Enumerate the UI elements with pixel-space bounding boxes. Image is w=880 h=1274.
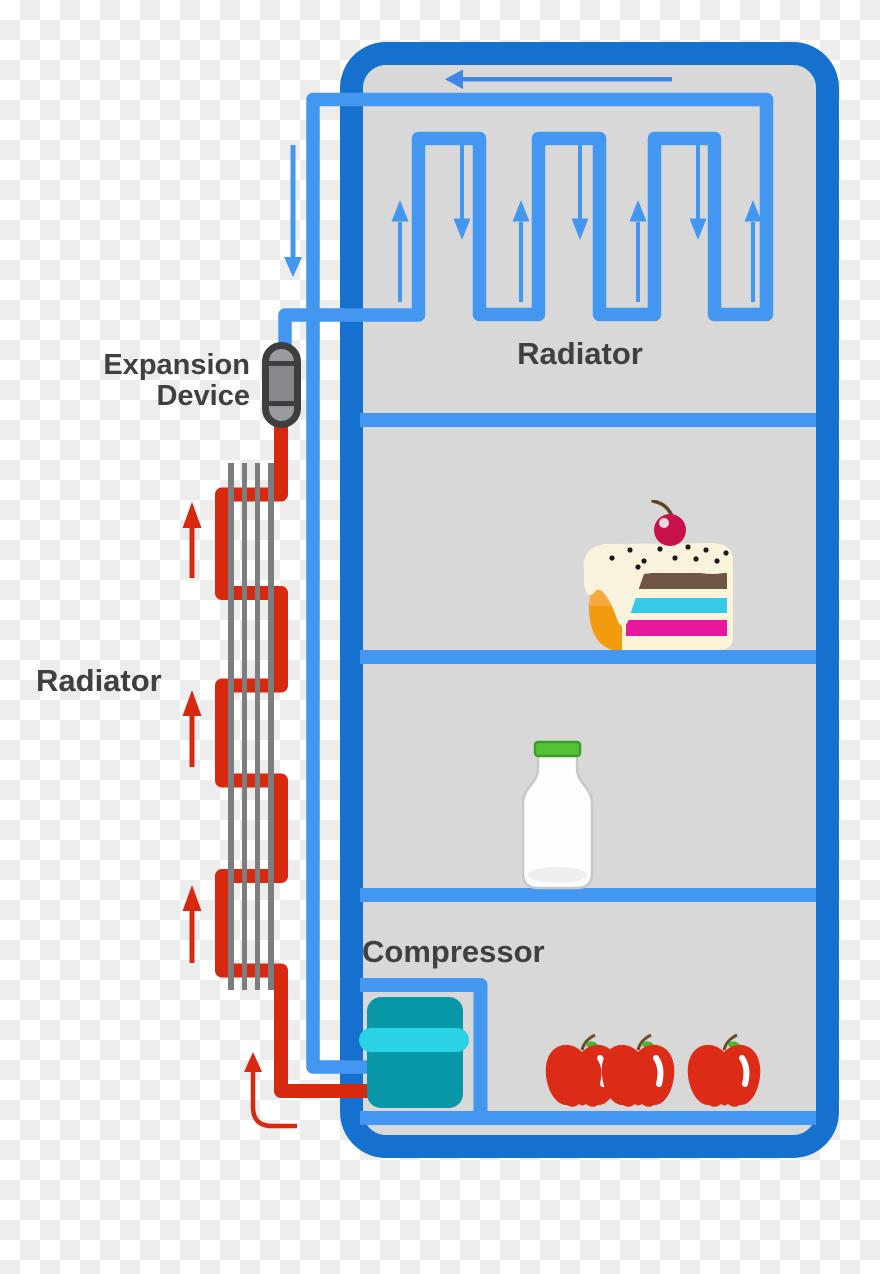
radiator-fin — [228, 463, 234, 990]
inside-radiator-label: Radiator — [517, 336, 643, 371]
shelf-2 — [360, 650, 816, 664]
compressor-unit-icon — [367, 997, 463, 1108]
milk-bottle-icon — [522, 740, 594, 890]
bottle-cap — [533, 740, 582, 758]
cake-slice-icon — [583, 500, 733, 650]
outside-radiator-label: Radiator — [36, 663, 162, 698]
compressor-band — [359, 1028, 469, 1052]
expansion-device-icon — [262, 342, 301, 428]
curved-up-arrow — [244, 1052, 297, 1129]
radiator-fin — [254, 463, 260, 990]
expansion-device-label: Expansion Device — [20, 350, 250, 412]
compressor-label: Compressor — [362, 934, 545, 969]
apple-icon — [601, 1033, 675, 1107]
radiator-fin — [241, 463, 247, 990]
heat-up-arrows — [182, 502, 202, 963]
shelf-1 — [360, 413, 816, 427]
radiator-fin — [268, 463, 274, 990]
outside-down-arrow — [284, 145, 302, 277]
apple-icon — [687, 1033, 761, 1107]
shelf-4 — [360, 1111, 816, 1125]
expansion-device-label-line2: Device — [156, 380, 250, 412]
cherry-icon — [651, 500, 686, 546]
expansion-device-label-line1: Expansion — [103, 349, 250, 381]
